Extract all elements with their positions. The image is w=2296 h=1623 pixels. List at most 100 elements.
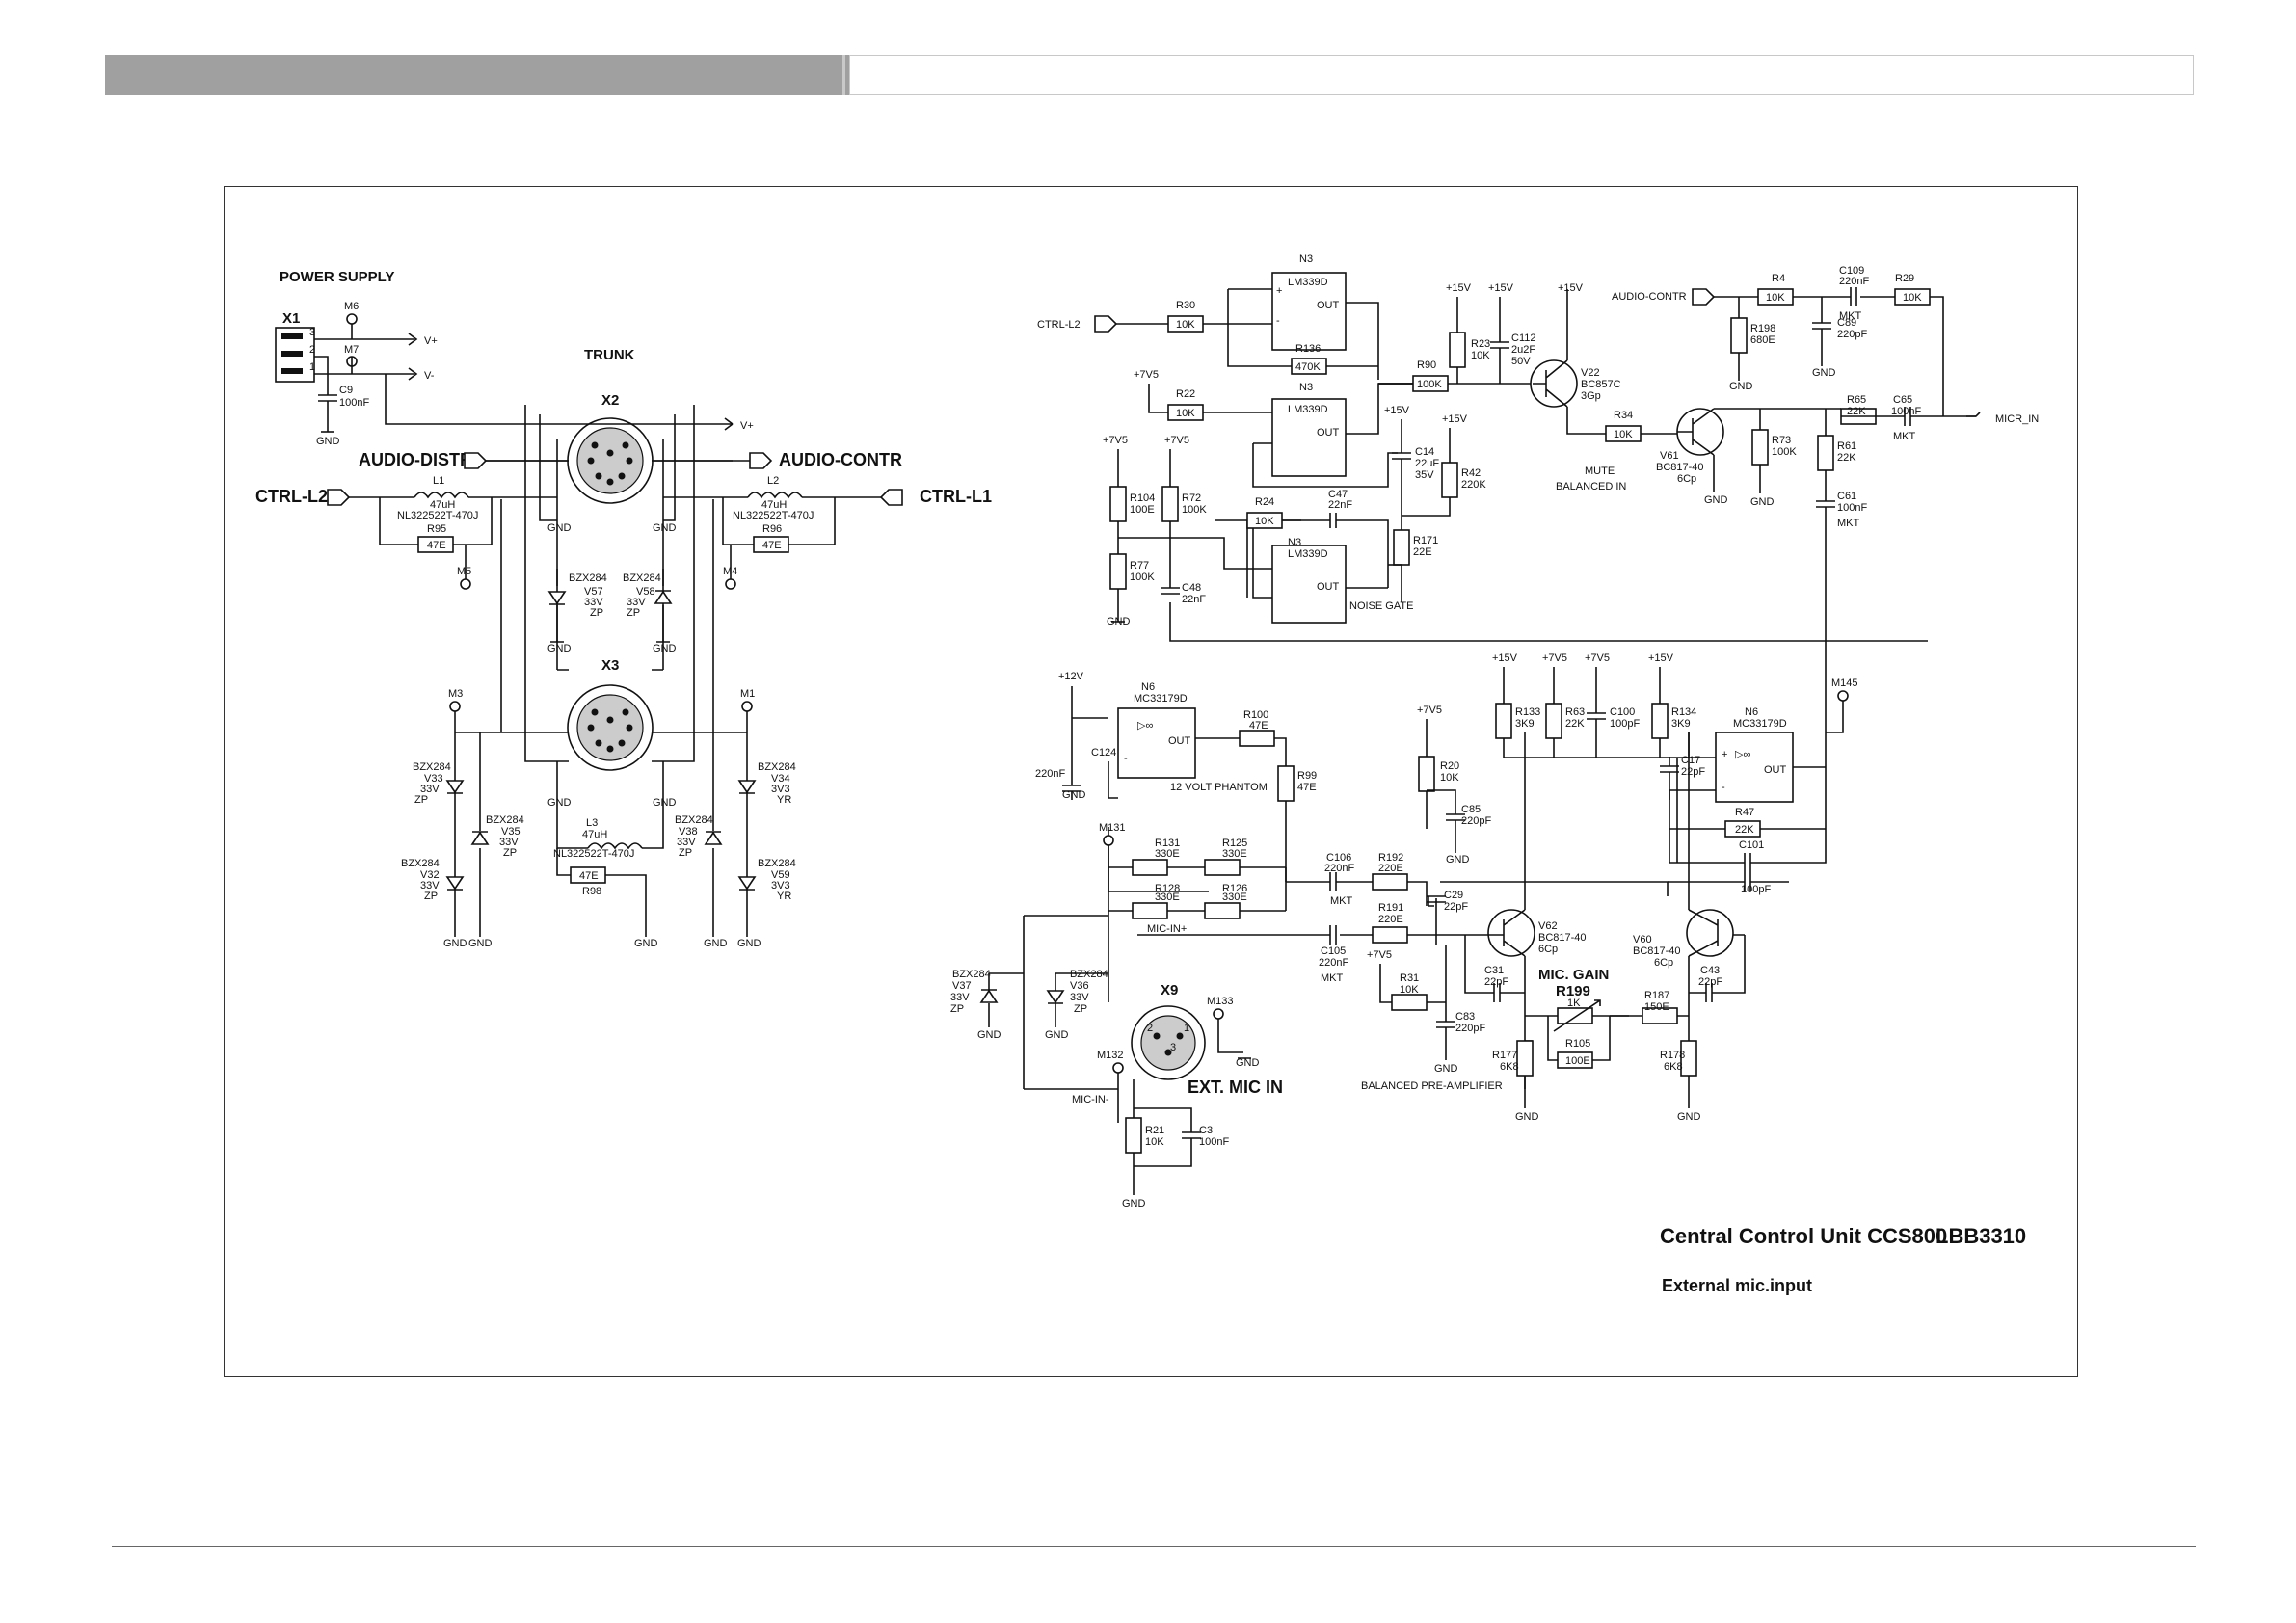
svg-text:C31: C31 [1484,965,1504,976]
schematic-frame [224,186,2078,1377]
svg-text:100K: 100K [1772,446,1797,458]
x3-label: X3 [601,657,619,674]
r198-resistor [1730,317,1748,354]
svg-text:330E: 330E [1155,891,1180,903]
svg-text:R61: R61 [1837,440,1856,452]
svg-text:220pF: 220pF [1837,329,1867,340]
v36-zener [1046,990,1065,1004]
svg-text:6Cp: 6Cp [1538,944,1558,955]
x1-label: X1 [282,310,300,327]
svg-text:R98: R98 [582,886,601,897]
svg-text:C29: C29 [1444,890,1463,901]
r133-resistor [1495,703,1512,739]
svg-text:GND: GND [1704,494,1728,506]
svg-text:680E: 680E [1750,334,1775,346]
svg-text:10K: 10K [1903,292,1922,304]
svg-text:C109: C109 [1839,265,1864,277]
svg-text:V33: V33 [424,773,443,785]
svg-text:NL322522T-470J: NL322522T-470J [733,510,814,521]
svg-text:10K: 10K [1145,1136,1164,1148]
svg-text:V22: V22 [1581,367,1600,379]
svg-text:C9: C9 [339,385,353,396]
svg-text:M131: M131 [1099,822,1126,834]
svg-text:ZP: ZP [590,607,603,619]
svg-text:R198: R198 [1750,323,1775,334]
noise-gate-label: NOISE GATE [1349,600,1413,612]
svg-text:+12V: +12V [1058,671,1084,682]
svg-text:R77: R77 [1130,560,1149,572]
r199-potentiometer [1557,1007,1593,1024]
x2-label: X2 [601,392,619,409]
svg-text:10K: 10K [1400,984,1419,996]
svg-text:YR: YR [777,794,791,806]
svg-text:R42: R42 [1461,467,1481,479]
r29-resistor [1894,288,1931,306]
svg-text:R134: R134 [1671,706,1696,718]
svg-text:220E: 220E [1378,914,1403,925]
n6-output-opamp [1715,732,1794,803]
v38-zener [704,831,723,845]
svg-text:N6: N6 [1141,681,1155,693]
svg-text:OUT: OUT [1317,581,1340,593]
svg-text:22nF: 22nF [1182,594,1206,605]
header-divider [842,55,845,95]
preamp-label: BALANCED PRE-AMPLIFIER [1361,1080,1503,1092]
test-point-m1 [741,701,753,712]
svg-text:+15V: +15V [1442,413,1468,425]
r99-resistor [1277,765,1295,802]
preamp-section: +12V C124 220nF GND N6 MC33179D ▷∞ OUT -… [950,652,1858,1210]
n6-phantom-opamp [1117,707,1196,779]
svg-text:+15V: +15V [1446,282,1472,294]
svg-text:50V: 50V [1511,356,1531,367]
svg-text:10K: 10K [1255,516,1274,527]
svg-text:V34: V34 [771,773,790,785]
r23-resistor [1449,332,1466,368]
svg-text:NL322522T-470J: NL322522T-470J [397,510,478,521]
v35-zener [470,831,490,845]
svg-text:100pF: 100pF [1610,718,1640,730]
v60-transistor [1686,909,1734,957]
svg-text:C100: C100 [1610,706,1635,718]
svg-text:MKT: MKT [1839,310,1862,322]
svg-text:47uH: 47uH [430,499,455,511]
svg-text:+15V: +15V [1558,282,1584,294]
svg-text:M3: M3 [448,688,463,700]
svg-text:ZP: ZP [627,607,640,619]
svg-text:OUT: OUT [1764,764,1787,776]
svg-text:-: - [1722,782,1725,793]
svg-text:R47: R47 [1735,807,1754,818]
svg-text:33V: 33V [499,837,519,848]
svg-text:R31: R31 [1400,972,1419,984]
svg-text:3V3: 3V3 [771,880,790,891]
svg-text:C14: C14 [1415,446,1434,458]
svg-text:100nF: 100nF [1837,502,1867,514]
svg-text:GND: GND [653,643,677,654]
svg-text:+15V: +15V [1648,652,1674,664]
svg-text:BZX284: BZX284 [401,858,440,869]
mic-gain-label: MIC. GAIN [1538,967,1609,983]
svg-text:BZX284: BZX284 [623,572,661,584]
svg-text:6K8: 6K8 [1664,1061,1683,1073]
r100-resistor [1239,730,1275,747]
svg-text:M132: M132 [1097,1050,1124,1061]
svg-text:+7V5: +7V5 [1103,435,1128,446]
r192-resistor [1372,873,1408,891]
svg-text:R199: R199 [1556,983,1590,999]
svg-text:GND: GND [977,1029,1001,1041]
svg-text:100nF: 100nF [1891,406,1921,417]
svg-text:R22: R22 [1176,388,1195,400]
svg-text:GND: GND [1045,1029,1069,1041]
svg-text:BC817-40: BC817-40 [1656,462,1704,473]
svg-text:ZP: ZP [1074,1003,1087,1015]
footer-rule [112,1546,2196,1547]
svg-text:▷∞: ▷∞ [1735,749,1750,760]
r22-resistor [1167,404,1204,421]
r42-resistor [1441,462,1458,498]
svg-text:22pF: 22pF [1698,976,1722,988]
svg-text:ZP: ZP [424,891,438,902]
svg-text:BZX284: BZX284 [486,814,524,826]
n3-comparator-a [1271,272,1347,351]
svg-text:2u2F: 2u2F [1511,344,1535,356]
sheet-subtitle: External mic.input [1662,1276,1812,1295]
svg-text:R29: R29 [1895,273,1914,284]
